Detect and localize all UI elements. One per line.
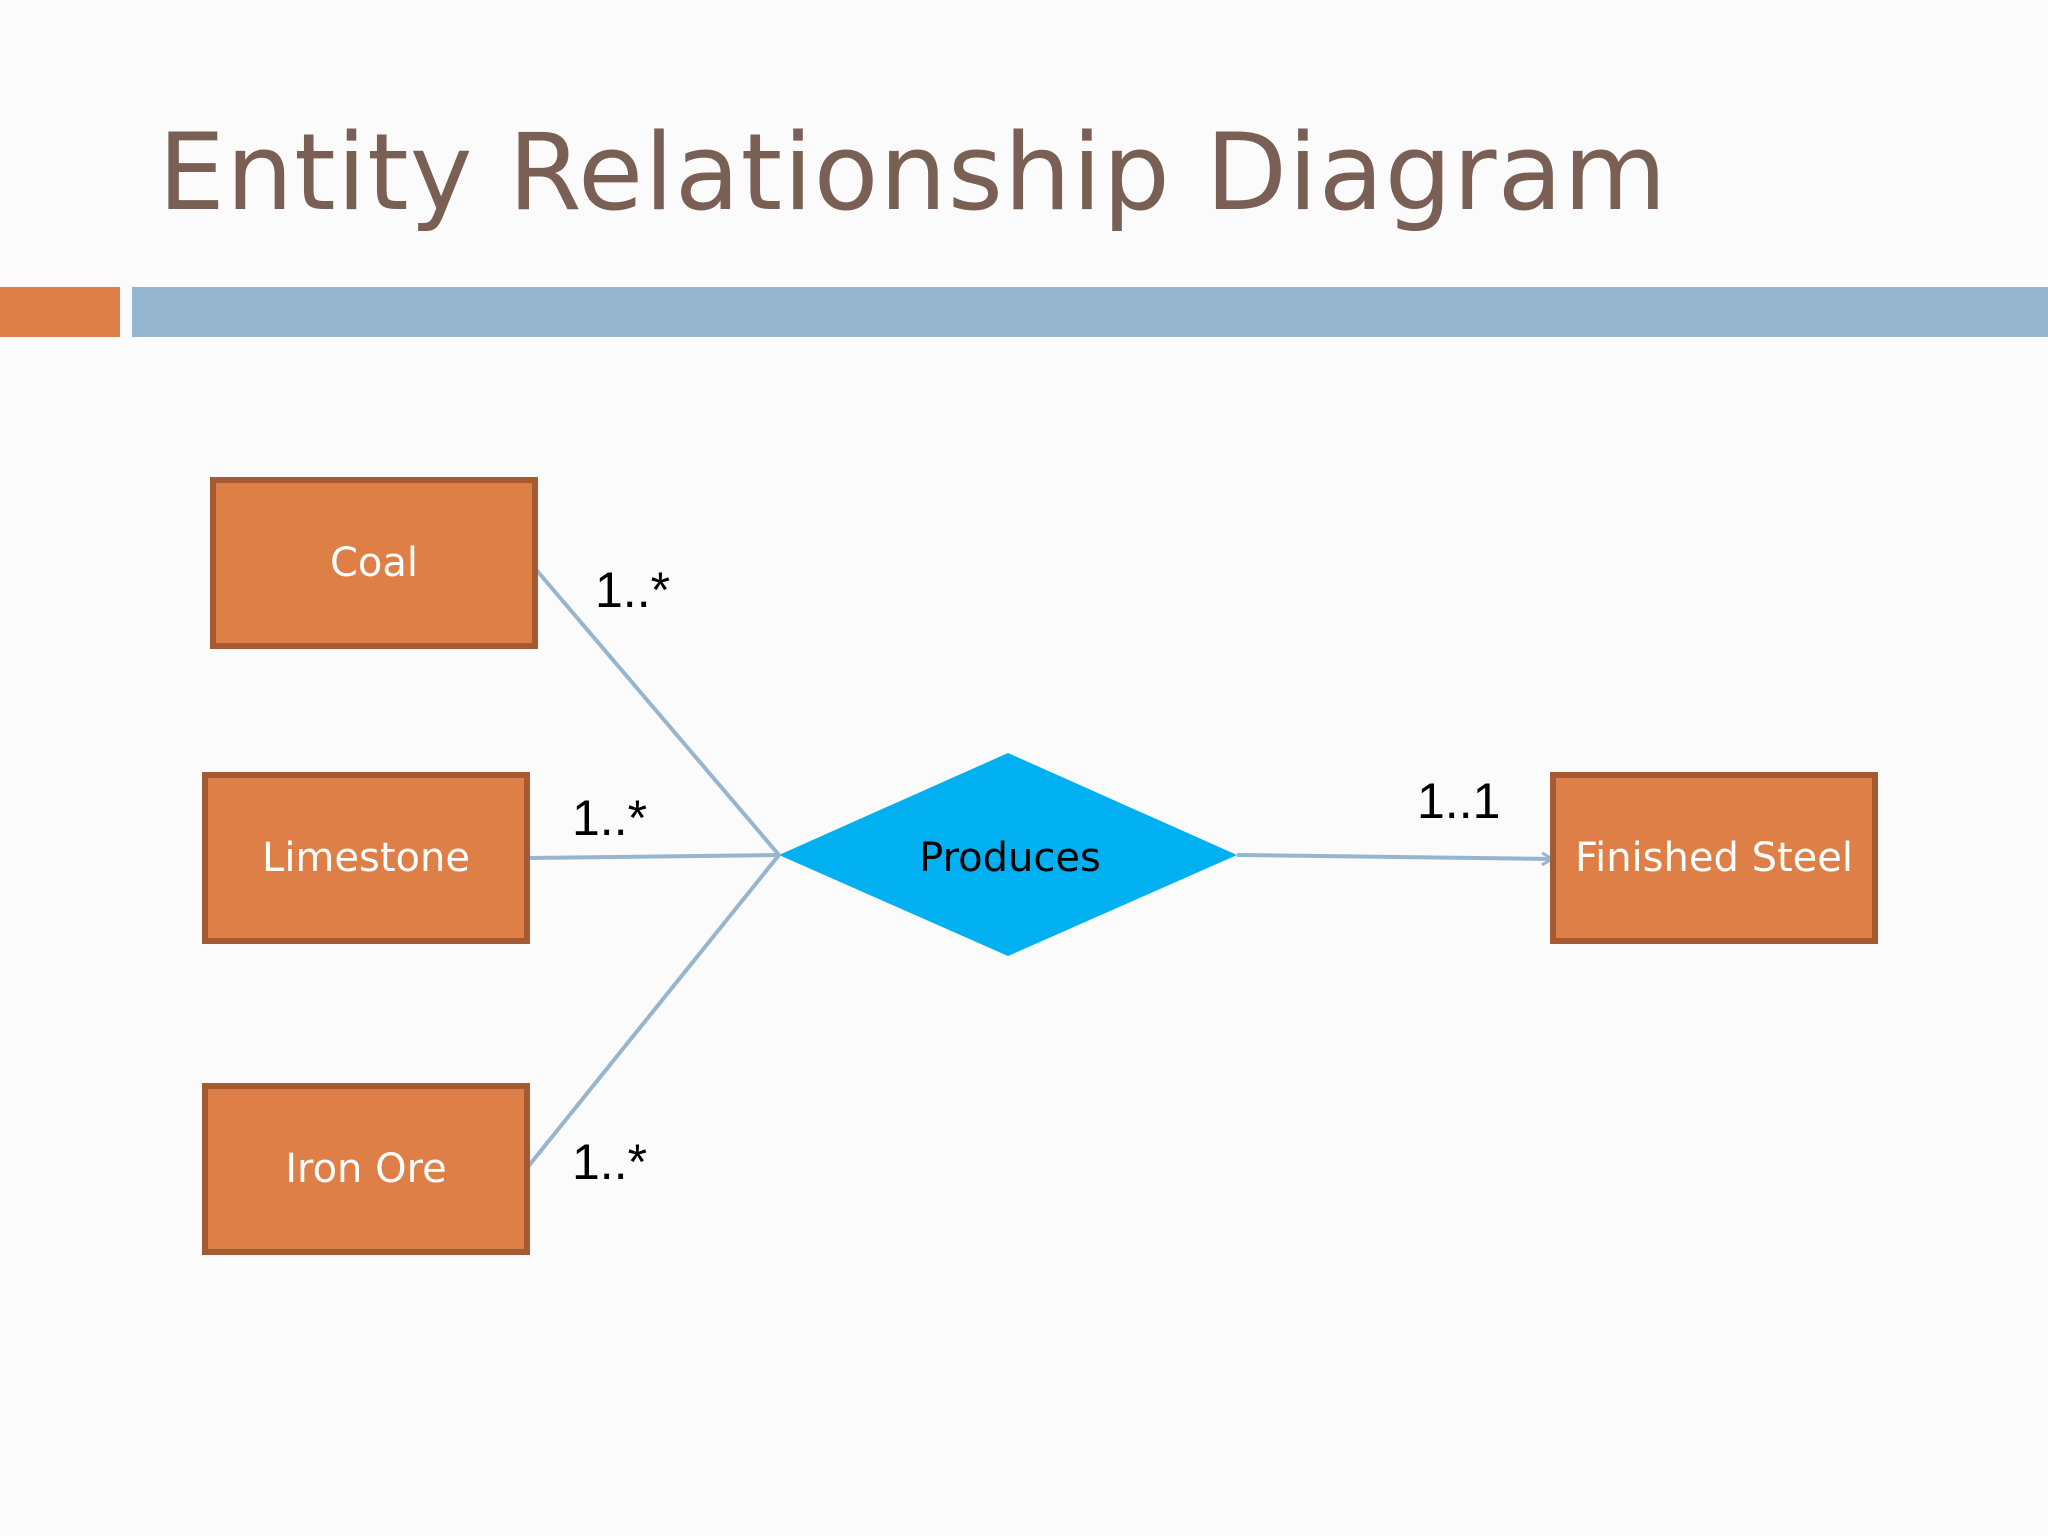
title-accent-bar-blue <box>132 287 2048 337</box>
relationship-diamond <box>779 753 1237 956</box>
entity-coal: Coal <box>210 477 538 649</box>
cardinality-iron-ore: 1..* <box>572 1134 648 1190</box>
entity-limestone: Limestone <box>202 772 530 944</box>
entity-limestone-label: Limestone <box>262 835 470 881</box>
connector-finished-steel-arrow <box>1236 855 1552 859</box>
cardinality-coal: 1..* <box>595 562 671 618</box>
entity-coal-label: Coal <box>329 540 419 586</box>
slide-title: Entity Relationship Diagram <box>158 111 1668 234</box>
cardinality-finished-steel: 1..1 <box>1417 773 1501 829</box>
title-accent-bar-orange <box>0 287 120 337</box>
cardinality-limestone: 1..* <box>572 790 648 846</box>
entity-finished-steel-label: Finished Steel <box>1575 835 1853 881</box>
connector-iron-ore <box>525 853 781 1170</box>
entity-iron-ore: Iron Ore <box>202 1083 530 1255</box>
entity-iron-ore-label: Iron Ore <box>285 1146 447 1192</box>
connector-limestone <box>526 853 780 860</box>
relationship-label: Produces <box>919 835 1101 881</box>
connector-coal <box>531 564 781 857</box>
entity-finished-steel: Finished Steel <box>1550 772 1878 944</box>
